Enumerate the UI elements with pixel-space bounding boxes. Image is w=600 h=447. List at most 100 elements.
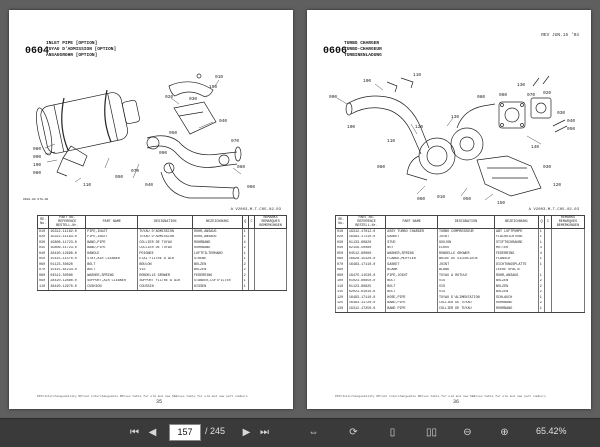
callout: 050 [567, 126, 575, 132]
table-cell: BAND,PIPE [85, 245, 139, 251]
table-header-cell: Q [537, 215, 546, 229]
table-cell: RONDELLE GROWER [137, 273, 194, 279]
table-cell: 1 [241, 234, 249, 240]
table-cell [550, 278, 586, 284]
table-cell: 1 [241, 278, 249, 284]
table-cell: 2 [241, 262, 249, 268]
callout: 050 [463, 196, 471, 202]
callout: 140 [531, 144, 539, 150]
callout: 080 [477, 94, 485, 100]
table-cell: GOUJON [436, 240, 495, 246]
table-cell: 28420-12970-0 [48, 284, 87, 291]
footer-note: PFP=Interchangeability OP=not interchang… [37, 395, 248, 398]
table-header-cell: BEZEICHNUNG [192, 215, 243, 229]
callout: 110 [83, 182, 91, 188]
callout: 130 [517, 82, 525, 88]
table-cell [247, 256, 256, 262]
callout: 080 [33, 170, 41, 176]
table-cell: 080 [36, 273, 50, 279]
single-page-icon[interactable]: ▯ [389, 427, 396, 438]
table-cell: 040 [36, 251, 50, 257]
table-cell: COUSSIN [137, 284, 194, 291]
prev-page-icon[interactable]: ◀ [148, 427, 157, 438]
table-cell [550, 295, 586, 301]
table-cell: BRIDE DE SILENCIEUX [436, 256, 495, 262]
table-cell [550, 300, 586, 306]
title-de: ANSAUGROHR [OPTION] [46, 53, 98, 58]
table-cell: COLLIER DE TUYAU [436, 306, 495, 313]
table-cell: CUSHION [85, 284, 139, 291]
table-cell [550, 234, 586, 240]
table-cell: SUPPORT FILTRE A AIR [137, 278, 194, 284]
table-cell [254, 262, 287, 268]
table-cell: 4 [241, 240, 249, 246]
table-cell [550, 306, 586, 313]
title-en: INLET PIPE [OPTION] [46, 41, 98, 46]
last-page-icon[interactable]: ⏭ [260, 427, 269, 438]
table-cell: 01133-60820 [346, 240, 387, 246]
table-cell: VIS [137, 267, 194, 273]
callout: 070 [131, 168, 139, 174]
table-cell: 2 [241, 273, 249, 279]
callout: 100 [33, 162, 41, 168]
table-cell [247, 284, 256, 291]
table-header-cell: BEZEICHNUNG [493, 215, 539, 229]
callout: 090 [329, 94, 337, 100]
table-cell: DICHTUNGSPLATTE [493, 262, 539, 268]
next-page-icon[interactable]: ▶ [242, 427, 251, 438]
table-cell: LEERE SPALTE [493, 267, 539, 273]
callout: 110 [413, 72, 421, 78]
pdf-page-right: REV JUN.15 '04 0606 TURBO CHARGER TURBO-… [307, 10, 591, 409]
table-cell: 050 [36, 256, 50, 262]
table-header-cell: C [247, 215, 256, 229]
table-header-cell: REMARKS REMARQUES BEMERKUNGEN [550, 215, 586, 229]
table-cell: ECROU [436, 245, 495, 251]
rotate-icon[interactable]: ⟳ [349, 427, 358, 438]
table-cell: 035 [36, 245, 50, 251]
page-number: 36 [453, 399, 460, 405]
table-cell [254, 245, 287, 251]
table-cell: 2 [241, 245, 249, 251]
callout: 090 [159, 150, 167, 156]
table-cell: BLANK [436, 267, 495, 273]
footer-note: PFP=Interchangeability OP=not interchang… [335, 395, 546, 398]
callout: 030 [189, 96, 197, 102]
callout: 050 [169, 130, 177, 136]
two-page-icon[interactable]: ▯▯ [425, 427, 437, 438]
callout: 020 [165, 94, 173, 100]
table-cell: 01023-60850-0 [346, 278, 387, 284]
table-cell: 070 [36, 267, 50, 273]
section-number: 0606 [323, 46, 348, 57]
table-cell: 16483-17110-0 [346, 262, 387, 268]
table-cell: ROHRBAND [493, 300, 539, 306]
first-page-icon[interactable]: ⏮ [130, 427, 139, 438]
table-cell [550, 228, 586, 235]
table-cell: PIPE,INLET [85, 234, 139, 240]
table-header-cell: C [544, 215, 552, 229]
table-cell: TUYAU A ROTULE [436, 273, 495, 279]
fit-width-icon[interactable]: ⇔ [308, 427, 319, 438]
page-number-input[interactable] [169, 424, 201, 441]
table-cell: STAY,AIR CLEANER [85, 256, 139, 262]
title-fr: TURBO-CHARGEUR [344, 47, 382, 52]
table-cell: FLANSCH [493, 256, 539, 262]
table-cell: STIFTSCHRAUBE [493, 240, 539, 246]
callout: 130 [451, 114, 459, 120]
zoom-level: 65.42% [536, 426, 567, 436]
callout: 010 [215, 74, 223, 80]
table-cell: 010 [36, 228, 50, 235]
callout: 060 [417, 196, 425, 202]
zoom-out-icon[interactable]: ⊖ [463, 427, 472, 438]
table-cell: 16483-17110-0 [346, 234, 387, 240]
zoom-in-icon[interactable]: ⊕ [500, 427, 509, 438]
